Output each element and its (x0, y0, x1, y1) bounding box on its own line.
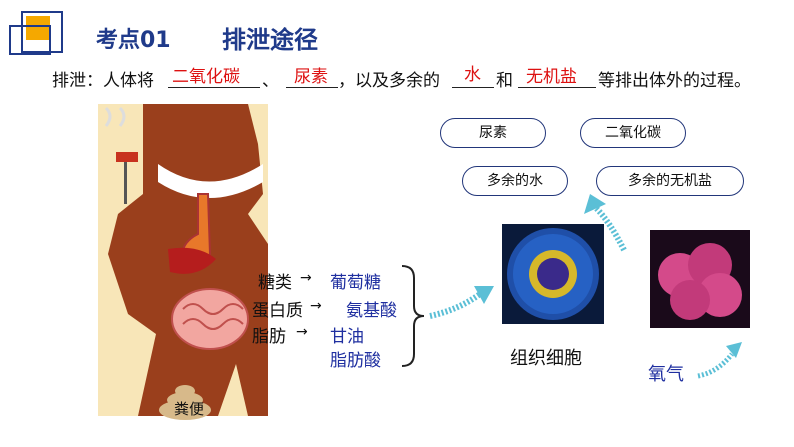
feces-label: 粪便 (174, 400, 205, 418)
product-fatty-acid: 脂肪酸 (330, 351, 381, 371)
pill-excess-salt: 多余的无机盐 (596, 166, 744, 196)
alveoli-icon (650, 230, 750, 328)
human-body-figure-icon (98, 104, 268, 416)
curved-arrow-oxygen-icon (697, 342, 742, 379)
blank-1 (168, 86, 260, 88)
arrow-to-waste (580, 192, 630, 252)
separator-1: 、 (262, 71, 279, 91)
tissue-cell-image (502, 224, 604, 324)
product-amino-acid: 氨基酸 (346, 301, 397, 321)
feces-illustration (158, 380, 212, 420)
pill-excess-water: 多余的水 (462, 166, 568, 196)
corner-squares-icon (9, 11, 63, 55)
sentence-mid: ，以及多余的 (338, 71, 440, 91)
nutrient-sugar: 糖类 (258, 273, 292, 293)
arrow-fat: → (296, 324, 308, 340)
answer-urea: 尿素 (294, 67, 328, 87)
blank-2 (286, 86, 338, 88)
corner-logo (8, 10, 68, 56)
sentence-and: 和 (496, 71, 513, 91)
arrow-to-cell (428, 280, 498, 320)
blank-3 (452, 86, 494, 88)
cell-icon (502, 224, 604, 324)
alveoli-image (650, 230, 750, 328)
section-number: 考点01 (96, 28, 171, 53)
nutrient-protein: 蛋白质 (252, 301, 303, 321)
pill-urea: 尿素 (440, 118, 546, 148)
product-glycerol: 甘油 (330, 327, 364, 347)
feces-icon (159, 385, 211, 420)
definition-prefix: 排泄：人体将 (52, 71, 154, 91)
digestive-system-illustration (98, 104, 268, 416)
sentence-suffix: 等排出体外的过程。 (598, 71, 751, 91)
answer-water: 水 (464, 65, 481, 85)
blank-4 (518, 86, 596, 88)
product-glucose: 葡萄糖 (330, 273, 381, 293)
tissue-cell-label: 组织细胞 (510, 348, 582, 369)
arrow-protein: → (310, 298, 322, 314)
curved-arrow-icon (429, 286, 494, 319)
curved-arrow-up-icon (584, 194, 627, 252)
right-brace-icon (401, 265, 425, 367)
pill-co2: 二氧化碳 (580, 118, 686, 148)
answer-co2: 二氧化碳 (172, 67, 240, 87)
oxygen-arrow (696, 336, 746, 380)
arrow-sugar: → (300, 270, 312, 286)
section-title: 排泄途径 (222, 26, 318, 54)
nutrient-fat: 脂肪 (252, 327, 286, 347)
oxygen-label: 氧气 (648, 364, 684, 385)
answer-salt: 无机盐 (526, 67, 577, 87)
grouping-brace (398, 264, 428, 368)
